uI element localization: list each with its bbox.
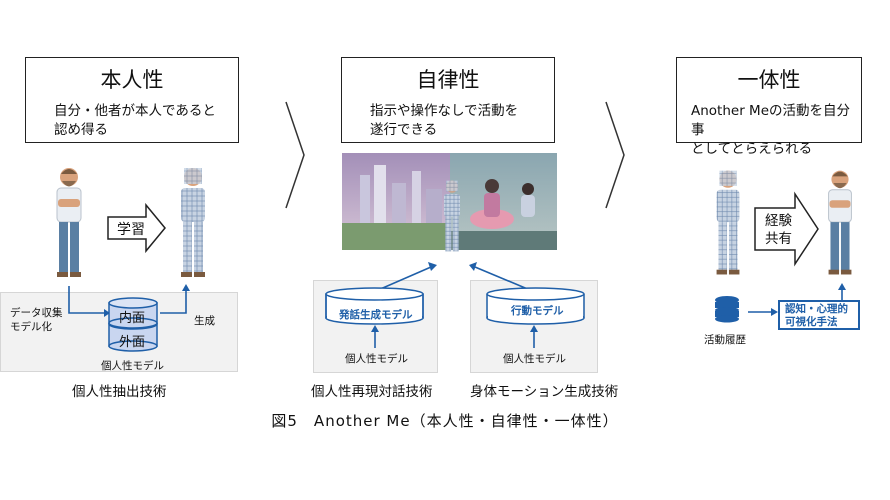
virtual-scene-image: [342, 153, 557, 250]
unity-desc: Another Meの活動を自分事 としてとらえられる: [691, 103, 851, 157]
inner-label: 内面: [119, 311, 146, 326]
dialog-sub-label: 個人性モデル: [345, 353, 408, 365]
autonomy-title: 自律性: [416, 68, 480, 92]
motion-caption: 身体モーション生成技術: [470, 384, 619, 400]
identity-desc: 自分・他者が本人であると 認め得る: [54, 103, 216, 138]
chevron-arrow-2: [605, 101, 625, 209]
learn-label: 学習: [117, 222, 145, 238]
database-icon: [715, 296, 739, 323]
extraction-caption: 個人性抽出技術: [72, 384, 167, 400]
motion-model-label: 行動モデル: [511, 305, 564, 317]
chevron-arrow-1: [285, 101, 305, 209]
cognitive-method-box: 認知・心理的 可視化手法: [778, 300, 860, 330]
unity-title: 一体性: [737, 68, 801, 92]
person-figure-icon: [56, 168, 82, 277]
history-label: 活動履歴: [704, 334, 746, 346]
autonomy-desc: 指示や操作なしで活動を 遂行できる: [370, 103, 519, 138]
unity-box: 一体性 Another Meの活動を自分事 としてとらえられる: [676, 57, 862, 157]
motion-model-cylinder: [486, 287, 585, 325]
dialog-model-cylinder: [325, 287, 424, 325]
model-cylinders: [108, 297, 158, 352]
model-label: 個人性モデル: [101, 360, 164, 372]
person-figure-2-icon: [828, 170, 852, 275]
share-arrow-icon: [754, 191, 819, 267]
dialog-caption: 個人性再現対話技術: [311, 384, 433, 400]
avatar-pixelated-icon: [444, 180, 460, 252]
pixelated-person-2-icon: [716, 170, 740, 275]
learn-arrow-icon: [107, 202, 166, 254]
share-label: 経験 共有: [765, 213, 792, 247]
cognitive-label: 認知・心理的 可視化手法: [785, 303, 848, 328]
data-collect-label: データ収集 モデル化: [10, 307, 63, 333]
generate-label: 生成: [194, 315, 215, 327]
motion-sub-label: 個人性モデル: [503, 353, 566, 365]
identity-box: 本人性 自分・他者が本人であると 認め得る: [25, 57, 239, 143]
outer-label: 外面: [119, 335, 146, 350]
pixelated-person-icon: [181, 168, 205, 277]
identity-title: 本人性: [100, 68, 164, 92]
autonomy-box: 自律性 指示や操作なしで活動を 遂行できる: [341, 57, 555, 143]
figure-caption: 図5 Another Me（本人性・自律性・一体性）: [271, 412, 619, 430]
dialog-model-label: 発話生成モデル: [339, 309, 413, 321]
